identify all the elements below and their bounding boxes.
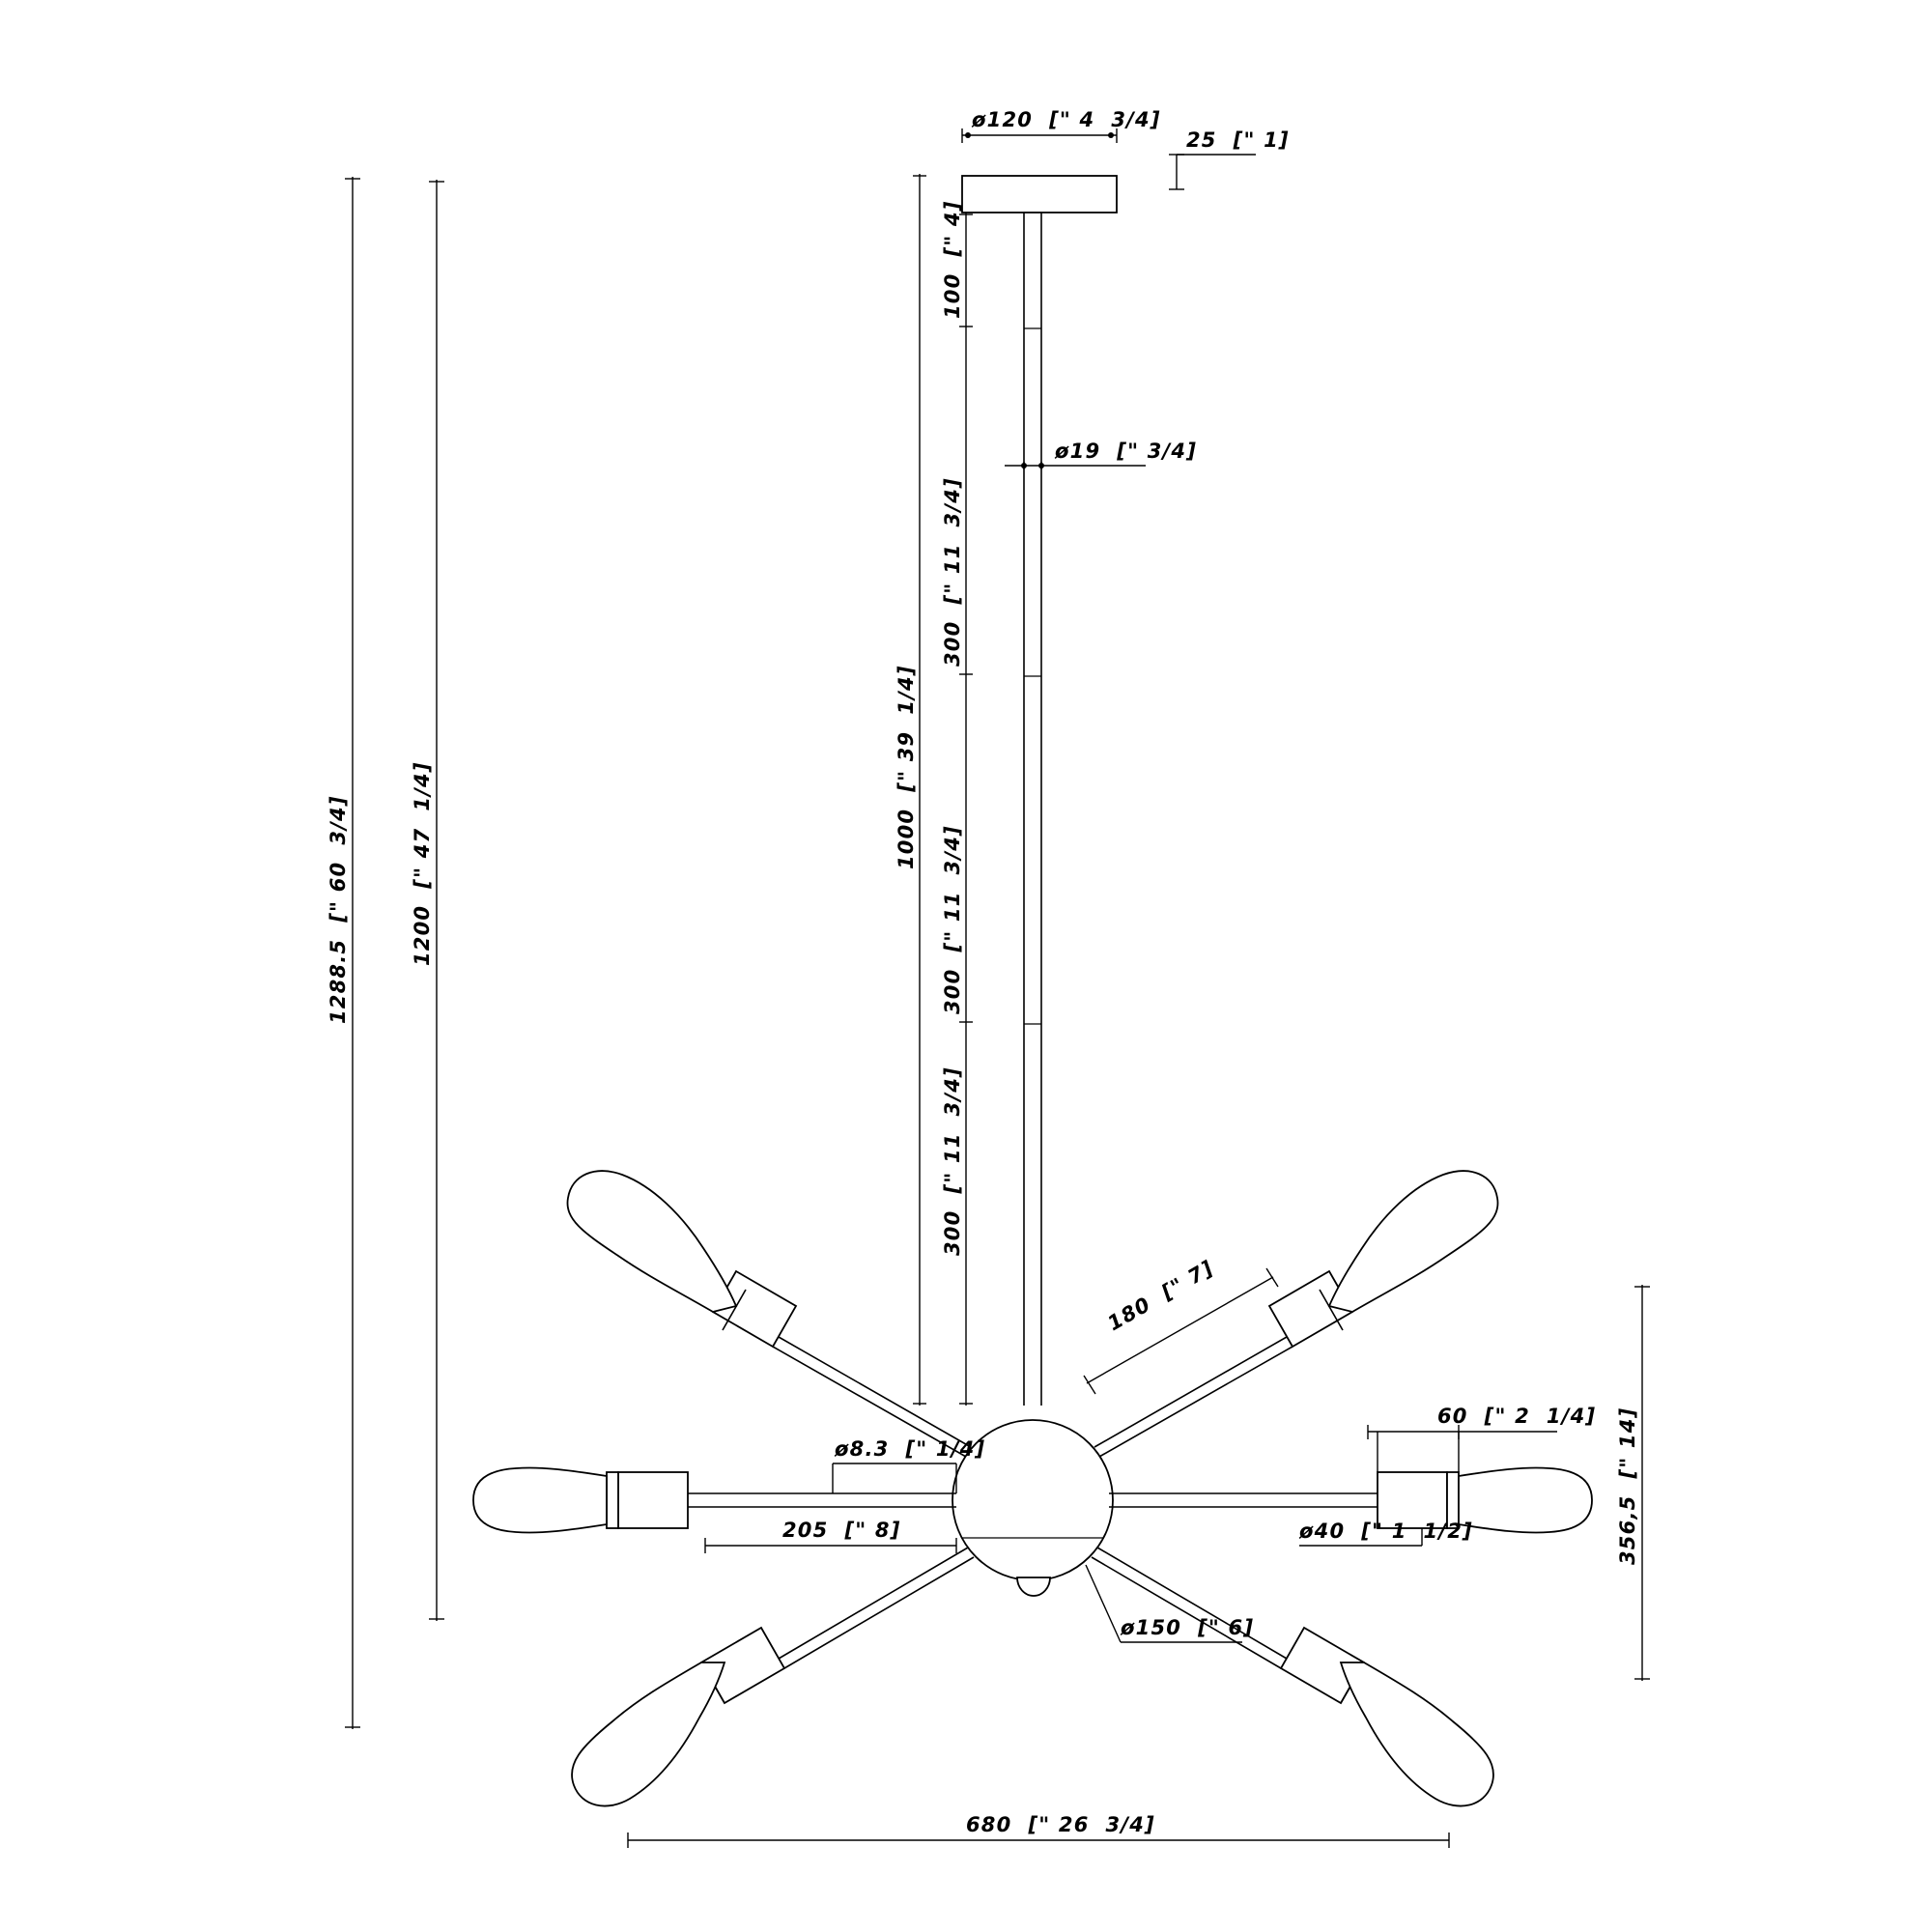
dim-stem-segment-a: 300 [" 11 3/4]	[941, 328, 973, 676]
dim-label-socket-length: 60 [" 2 1/4]	[1437, 1405, 1596, 1428]
dim-fixture-height: 356,5 [" 14]	[1616, 1285, 1650, 1681]
dim-socket-length: 60 [" 2 1/4]	[1367, 1405, 1596, 1472]
vertical-stem-rod	[1023, 212, 1042, 1406]
dim-socket-diameter: ø40 [" 1 1/2]	[1298, 1520, 1473, 1547]
dim-arm-length-diagonal: 180 [" 7]	[1083, 1256, 1279, 1395]
dim-label-stem-b: 300 [" 11 3/4]	[941, 825, 964, 1014]
dim-label-drop-height: 1200 [" 47 1/4]	[411, 761, 434, 966]
socket-upper-right	[1267, 1269, 1354, 1349]
dim-label-arm-reach: 205 [" 8]	[782, 1519, 901, 1542]
dim-label-overall-height: 1288.5 [" 60 3/4]	[327, 795, 350, 1024]
dim-label-fixture-height: 356,5 [" 14]	[1616, 1407, 1639, 1565]
arm-upper-right	[1094, 1170, 1499, 1458]
dim-canopy-diameter: ø120 [" 4 3/4]	[961, 108, 1161, 143]
bulb-upper-right	[1327, 1170, 1499, 1313]
dim-label-rod-diameter: ø8.3 [" 1/4]	[834, 1437, 985, 1461]
dim-stem-diameter: ø19 [" 3/4]	[1005, 440, 1197, 469]
bulb-lower-left	[571, 1662, 726, 1807]
dim-canopy-thickness: 25 [" 1]	[1169, 128, 1290, 190]
arm-upper-left	[566, 1170, 972, 1458]
dim-label-stem-total: 1000 [" 39 1/4]	[895, 665, 918, 869]
arm-left	[472, 1466, 956, 1534]
dim-label-stem-c: 300 [" 11 3/4]	[941, 1066, 964, 1256]
dim-label-canopy-thickness: 25 [" 1]	[1186, 128, 1290, 152]
socket-left	[606, 1471, 689, 1529]
arm-right	[1109, 1466, 1593, 1534]
dim-label-stem-a: 300 [" 11 3/4]	[941, 477, 964, 667]
dim-label-stem-diameter: ø19 [" 3/4]	[1054, 440, 1197, 463]
ceiling-canopy	[961, 175, 1118, 213]
socket-upper-left	[711, 1269, 798, 1349]
dim-stem-segment-c: 300 [" 11 3/4]	[941, 1024, 973, 1406]
dim-overall-width: 680 [" 26 3/4]	[627, 1813, 1450, 1848]
dim-label-arm-length: 180 [" 7]	[1104, 1256, 1218, 1335]
bulb-right	[1458, 1466, 1593, 1534]
center-sphere-hub	[952, 1419, 1114, 1597]
bulb-upper-left	[566, 1170, 738, 1313]
dim-rod-diameter: ø8.3 [" 1/4]	[832, 1437, 985, 1493]
bulb-left	[472, 1466, 608, 1534]
dim-label-overall-width: 680 [" 26 3/4]	[966, 1813, 1155, 1836]
dim-stem-segment-b: 300 [" 11 3/4]	[941, 676, 973, 1024]
arm-lower-right	[1091, 1547, 1494, 1807]
dim-label-hub-diameter: ø150 [" 6]	[1120, 1616, 1254, 1639]
dim-hub-diameter: ø150 [" 6]	[1085, 1564, 1254, 1643]
dim-arm-reach: 205 [" 8]	[704, 1519, 957, 1553]
dim-stem-segment-top: 100 [" 4]	[941, 200, 973, 328]
dim-stem-total: 1000 [" 39 1/4]	[895, 174, 926, 1406]
arm-lower-left	[571, 1547, 975, 1807]
dim-drop-height: 1200 [" 47 1/4]	[411, 180, 444, 1621]
dim-label-canopy-diameter: ø120 [" 4 3/4]	[971, 108, 1161, 131]
socket-right	[1377, 1471, 1460, 1529]
bulb-lower-right	[1339, 1662, 1494, 1807]
dim-overall-height: 1288.5 [" 60 3/4]	[327, 177, 360, 1729]
dim-label-stem-top: 100 [" 4]	[941, 200, 964, 319]
dim-label-socket-diameter: ø40 [" 1 1/2]	[1298, 1520, 1473, 1543]
